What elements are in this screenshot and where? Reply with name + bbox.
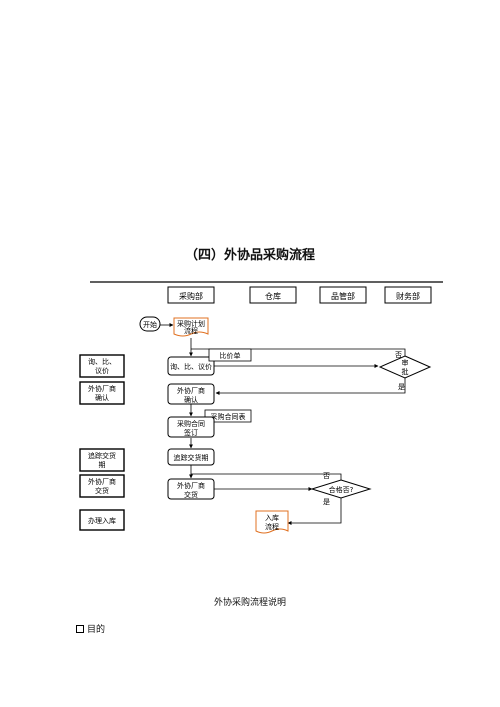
diagram-caption: 外协采购流程说明 bbox=[213, 598, 286, 608]
left-step-line: 追踪交货 bbox=[88, 451, 116, 460]
left-step-deliver: 外协厂商 交货 bbox=[79, 474, 125, 498]
dept-label: 财务部 bbox=[396, 291, 420, 301]
dept-purchasing: 采购部 bbox=[167, 286, 215, 304]
flow-contract-doc-label: 采购合同表 bbox=[211, 412, 246, 421]
left-step-inquire: 询、比、 议价 bbox=[79, 354, 125, 378]
dept-label: 仓库 bbox=[265, 291, 281, 301]
purpose-heading-label: 目的 bbox=[87, 625, 106, 635]
flow-approve-yes: 是 bbox=[398, 383, 405, 391]
flow-qc-yes: 是 bbox=[323, 498, 330, 506]
flow-purchase-plan: 采购计划 流程 bbox=[173, 317, 209, 337]
flow-contract-line: 采购合同 bbox=[177, 419, 205, 428]
flow-inquire: 询、比、议价 bbox=[167, 356, 215, 376]
dept-quality: 品管部 bbox=[319, 286, 367, 304]
dept-finance: 财务部 bbox=[384, 286, 432, 304]
left-step-line: 期 bbox=[99, 461, 106, 469]
flow-contract-line: 签订 bbox=[184, 428, 198, 437]
flow-track-delivery: 追踪交货期 bbox=[167, 448, 215, 466]
flow-confirm-line: 确认 bbox=[184, 395, 198, 404]
flow-compare-label: 比价单 bbox=[220, 351, 241, 360]
left-step-stock-in: 办理入库 bbox=[79, 509, 125, 531]
flow-qc-no: 否 bbox=[323, 472, 330, 480]
left-step-line: 交货 bbox=[95, 486, 109, 495]
flow-qc-label: 合格否? bbox=[329, 485, 354, 494]
flow-stock-in: 入库 流程 bbox=[255, 510, 289, 534]
flow-confirm-vendor: 外协厂商 确认 bbox=[167, 383, 215, 405]
flow-approve-line: 批 bbox=[402, 367, 409, 376]
checkbox-bullet-icon bbox=[76, 624, 84, 633]
flow-track-label: 追踪交货期 bbox=[174, 453, 209, 462]
flow-stock-in-line: 入库 bbox=[265, 513, 279, 522]
left-step-line: 外协厂商 bbox=[88, 384, 116, 393]
flow-plan-line: 采购计划 bbox=[177, 319, 205, 328]
left-step-track: 追踪交货 期 bbox=[79, 448, 125, 472]
left-step-line: 询、比、 bbox=[88, 357, 116, 366]
flow-approve-diamond: 审 批 bbox=[378, 355, 432, 379]
purpose-heading: 目的 bbox=[76, 622, 105, 635]
flow-confirm-line: 外协厂商 bbox=[177, 386, 205, 395]
flow-connectors bbox=[160, 323, 406, 525]
flow-inquire-label: 询、比、议价 bbox=[170, 362, 212, 371]
flow-deliver-line: 外协厂商 bbox=[177, 481, 205, 490]
flow-plan-line: 流程 bbox=[184, 326, 198, 335]
flow-vendor-delivery: 外协厂商 交货 bbox=[167, 478, 215, 500]
flow-approve-line: 审 bbox=[402, 358, 409, 367]
flow-compare-sheet: 比价单 bbox=[208, 348, 252, 362]
left-step-line: 议价 bbox=[95, 367, 109, 375]
page-title: （四）外协品采购流程 bbox=[184, 248, 315, 263]
flow-start-label: 开始 bbox=[143, 320, 157, 329]
flow-stock-in-line: 流程 bbox=[265, 522, 279, 531]
flow-deliver-line: 交货 bbox=[184, 490, 198, 499]
flow-sign-contract: 采购合同 签订 bbox=[167, 416, 215, 438]
dept-label: 品管部 bbox=[331, 291, 355, 301]
flow-start: 开始 bbox=[139, 316, 161, 332]
left-step-line: 确认 bbox=[95, 393, 109, 402]
dept-label: 采购部 bbox=[179, 291, 203, 301]
left-step-confirm: 外协厂商 确认 bbox=[79, 381, 125, 405]
left-step-line: 办理入库 bbox=[88, 516, 116, 525]
dept-warehouse: 仓库 bbox=[249, 286, 297, 304]
flow-approve-no: 否 bbox=[395, 351, 402, 359]
left-step-line: 外协厂商 bbox=[88, 477, 116, 486]
flow-contract-doc: 采购合同表 bbox=[204, 409, 252, 423]
flow-qc-diamond: 合格否? bbox=[310, 479, 372, 499]
